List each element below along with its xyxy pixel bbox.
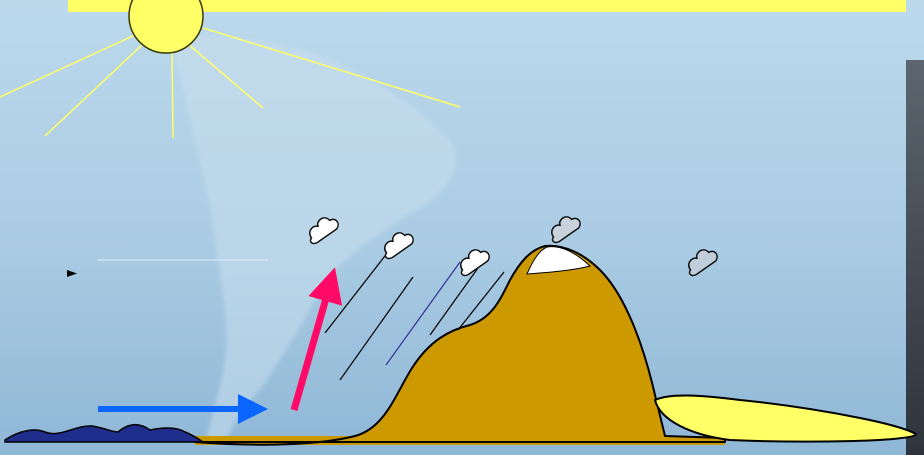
cloud-icon (378, 227, 415, 260)
cloud-icon (454, 244, 491, 277)
cloud-icon (682, 244, 719, 277)
sea (5, 425, 203, 442)
desert-plain (655, 395, 916, 441)
triangle-bullet-icon (67, 270, 77, 277)
cloud-icon (545, 211, 582, 244)
